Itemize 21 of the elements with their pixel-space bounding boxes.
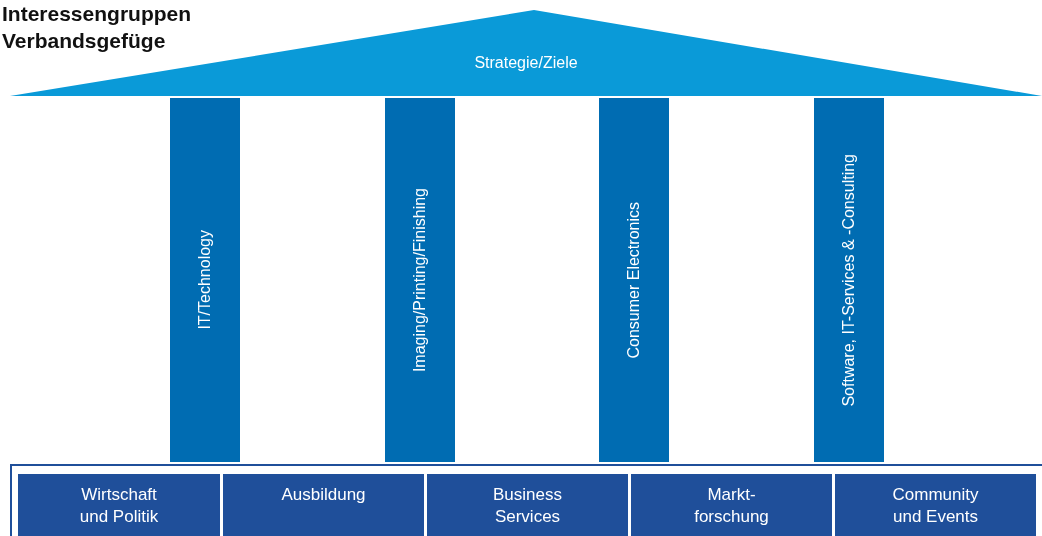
base-frame xyxy=(10,464,1042,536)
block-label: Ausbildung xyxy=(281,484,366,506)
block-label: Community und Events xyxy=(891,484,980,528)
base-block xyxy=(835,474,1036,536)
block-label: Business Services xyxy=(492,484,563,528)
base-block xyxy=(631,474,832,536)
pillar-label: IT/Technology xyxy=(196,230,214,330)
base-block xyxy=(18,474,220,536)
pillar xyxy=(385,98,455,462)
pillar-label: Software, IT-Services & -Consulting xyxy=(840,153,858,407)
pillar xyxy=(599,98,669,462)
diagram-title: Interessengruppen Verbandsgefüge xyxy=(2,1,193,54)
roof-label: Strategie/Ziele xyxy=(474,54,578,72)
block-label: Wirtschaft und Politik xyxy=(78,484,160,528)
block-label: Markt- forschung xyxy=(693,484,770,528)
pillar-label: Consumer Electronics xyxy=(625,201,643,359)
base-block xyxy=(223,474,424,536)
pillar-label: Imaging/Printing/Finishing xyxy=(411,187,429,373)
base-block xyxy=(427,474,628,536)
pillar xyxy=(170,98,240,462)
pillar xyxy=(814,98,884,462)
